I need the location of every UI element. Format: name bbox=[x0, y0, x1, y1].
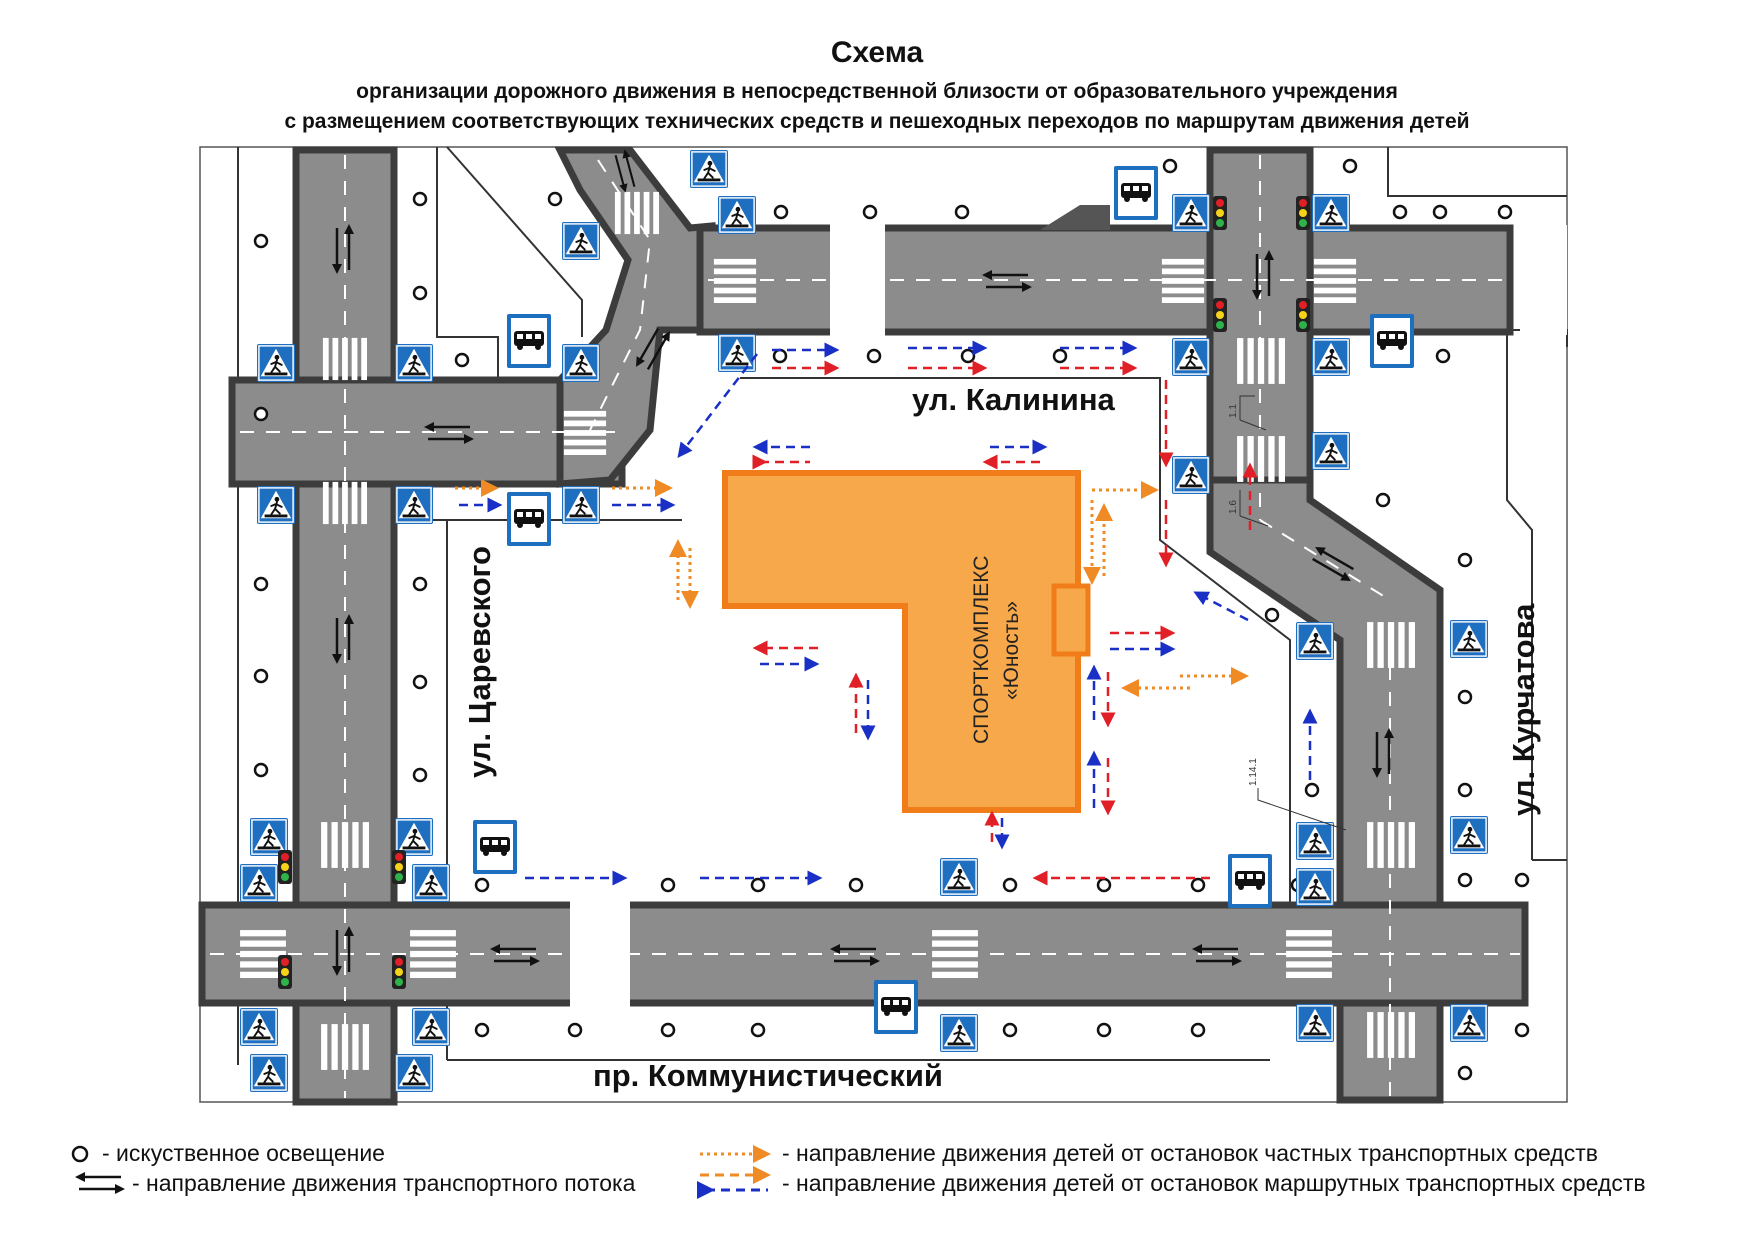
marking-label-1-6: 1.6 bbox=[1228, 500, 1239, 514]
street-label-tsarevskogo: ул. Царевского bbox=[462, 546, 497, 778]
building-label-line2: «Юность» bbox=[1000, 601, 1023, 700]
street-label-kommunistichesky: пр. Коммунистический bbox=[593, 1058, 943, 1093]
sports-complex-building bbox=[722, 470, 1081, 813]
building-label-line1: СПОРТКОМПЛЕКС bbox=[970, 556, 993, 744]
marking-label-1-14-1: 1.14.1 bbox=[1248, 758, 1259, 786]
page-title: Схема bbox=[830, 36, 924, 69]
legend-children-private: - направление движения детей от останово… bbox=[782, 1140, 1598, 1166]
legend-two-way-arrows-icon bbox=[75, 1170, 125, 1196]
page-subtitle-line1: организации дорожного движения в непосре… bbox=[356, 80, 1398, 103]
street-label-kalinina: ул. Калинина bbox=[912, 382, 1116, 417]
children-route-arrows bbox=[459, 340, 1318, 886]
street-lamp-icon bbox=[253, 158, 1530, 1081]
legend-traffic-flow: - направление движения транспортного пот… bbox=[132, 1170, 636, 1196]
children-private-arrows bbox=[455, 479, 1249, 697]
legend-lamp-icon bbox=[71, 1145, 89, 1163]
legend-lighting: - искуственное освещение bbox=[102, 1140, 385, 1166]
legend-children-route: - направление движения детей от останово… bbox=[782, 1170, 1646, 1196]
marking-label-1-1: 1.1 bbox=[1228, 404, 1239, 418]
page-subtitle-line2: с размещением соответствующих технически… bbox=[284, 110, 1470, 133]
street-label-kurchatova: ул. Курчатова bbox=[1506, 603, 1541, 816]
building-entrance bbox=[1051, 583, 1091, 657]
